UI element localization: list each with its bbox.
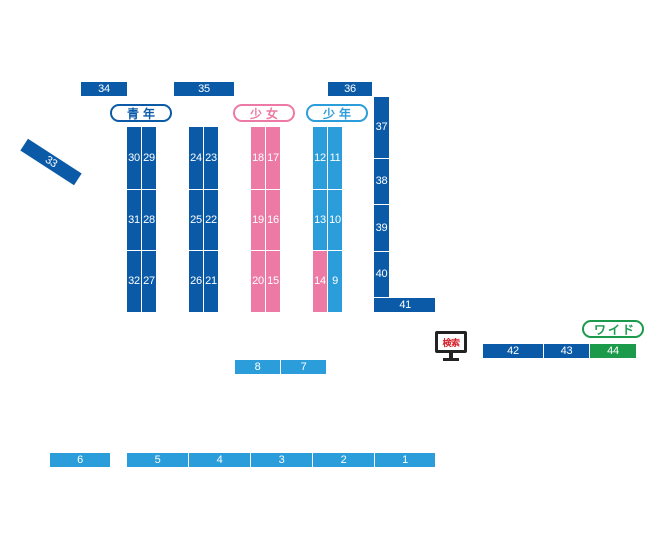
shelf-31[interactable]: 31	[127, 190, 141, 250]
shelf-35[interactable]: 35	[174, 82, 234, 96]
shelf-19[interactable]: 19	[251, 190, 265, 250]
section-label-shounen: 少年	[306, 104, 368, 122]
shelf-21[interactable]: 21	[204, 251, 218, 312]
search-terminal-label: 検索	[442, 337, 460, 348]
shelf-5[interactable]: 5	[127, 453, 188, 467]
shelf-2[interactable]: 2	[313, 453, 374, 467]
shelf-26[interactable]: 26	[189, 251, 203, 312]
shelf-3[interactable]: 3	[251, 453, 312, 467]
shelf-33[interactable]: 33	[20, 138, 82, 186]
shelf-40[interactable]: 40	[374, 252, 389, 297]
shelf-37[interactable]: 37	[374, 97, 389, 158]
shelf-17[interactable]: 17	[266, 127, 280, 189]
shelf-22[interactable]: 22	[204, 190, 218, 250]
monitor-stand	[449, 353, 453, 358]
shelf-6[interactable]: 6	[50, 453, 110, 467]
monitor-base	[443, 358, 459, 361]
shelf-10[interactable]: 10	[328, 190, 342, 250]
shelf-7[interactable]: 7	[281, 360, 326, 374]
shelf-25[interactable]: 25	[189, 190, 203, 250]
shelf-15[interactable]: 15	[266, 251, 280, 312]
shelf-11[interactable]: 11	[328, 127, 342, 189]
shelf-12[interactable]: 12	[313, 127, 327, 189]
shelf-24[interactable]: 24	[189, 127, 203, 189]
shelf-20[interactable]: 20	[251, 251, 265, 312]
shelf-32[interactable]: 32	[127, 251, 141, 312]
shelf-1[interactable]: 1	[375, 453, 435, 467]
shelf-39[interactable]: 39	[374, 205, 389, 251]
shelf-41[interactable]: 41	[374, 298, 435, 312]
shelf-29[interactable]: 29	[142, 127, 156, 189]
shelf-36[interactable]: 36	[328, 82, 372, 96]
section-label-seinen: 青年	[110, 104, 172, 122]
search-terminal[interactable]: 検索	[435, 331, 467, 361]
shelf-42[interactable]: 42	[483, 344, 543, 358]
section-label-wide: ワイド	[582, 320, 644, 338]
shelf-27[interactable]: 27	[142, 251, 156, 312]
shelf-43[interactable]: 43	[544, 344, 589, 358]
section-label-shoujo: 少女	[233, 104, 295, 122]
shelf-18[interactable]: 18	[251, 127, 265, 189]
shelf-30[interactable]: 30	[127, 127, 141, 189]
shelf-23[interactable]: 23	[204, 127, 218, 189]
shelf-34[interactable]: 34	[81, 82, 127, 96]
shelf-4[interactable]: 4	[189, 453, 250, 467]
shelf-9[interactable]: 9	[328, 251, 342, 312]
shelf-28[interactable]: 28	[142, 190, 156, 250]
shelf-14[interactable]: 14	[313, 251, 327, 312]
shelf-8[interactable]: 8	[235, 360, 280, 374]
shelf-44[interactable]: 44	[590, 344, 636, 358]
shelf-13[interactable]: 13	[313, 190, 327, 250]
shelf-38[interactable]: 38	[374, 159, 389, 204]
monitor-icon: 検索	[435, 331, 467, 353]
shelf-16[interactable]: 16	[266, 190, 280, 250]
